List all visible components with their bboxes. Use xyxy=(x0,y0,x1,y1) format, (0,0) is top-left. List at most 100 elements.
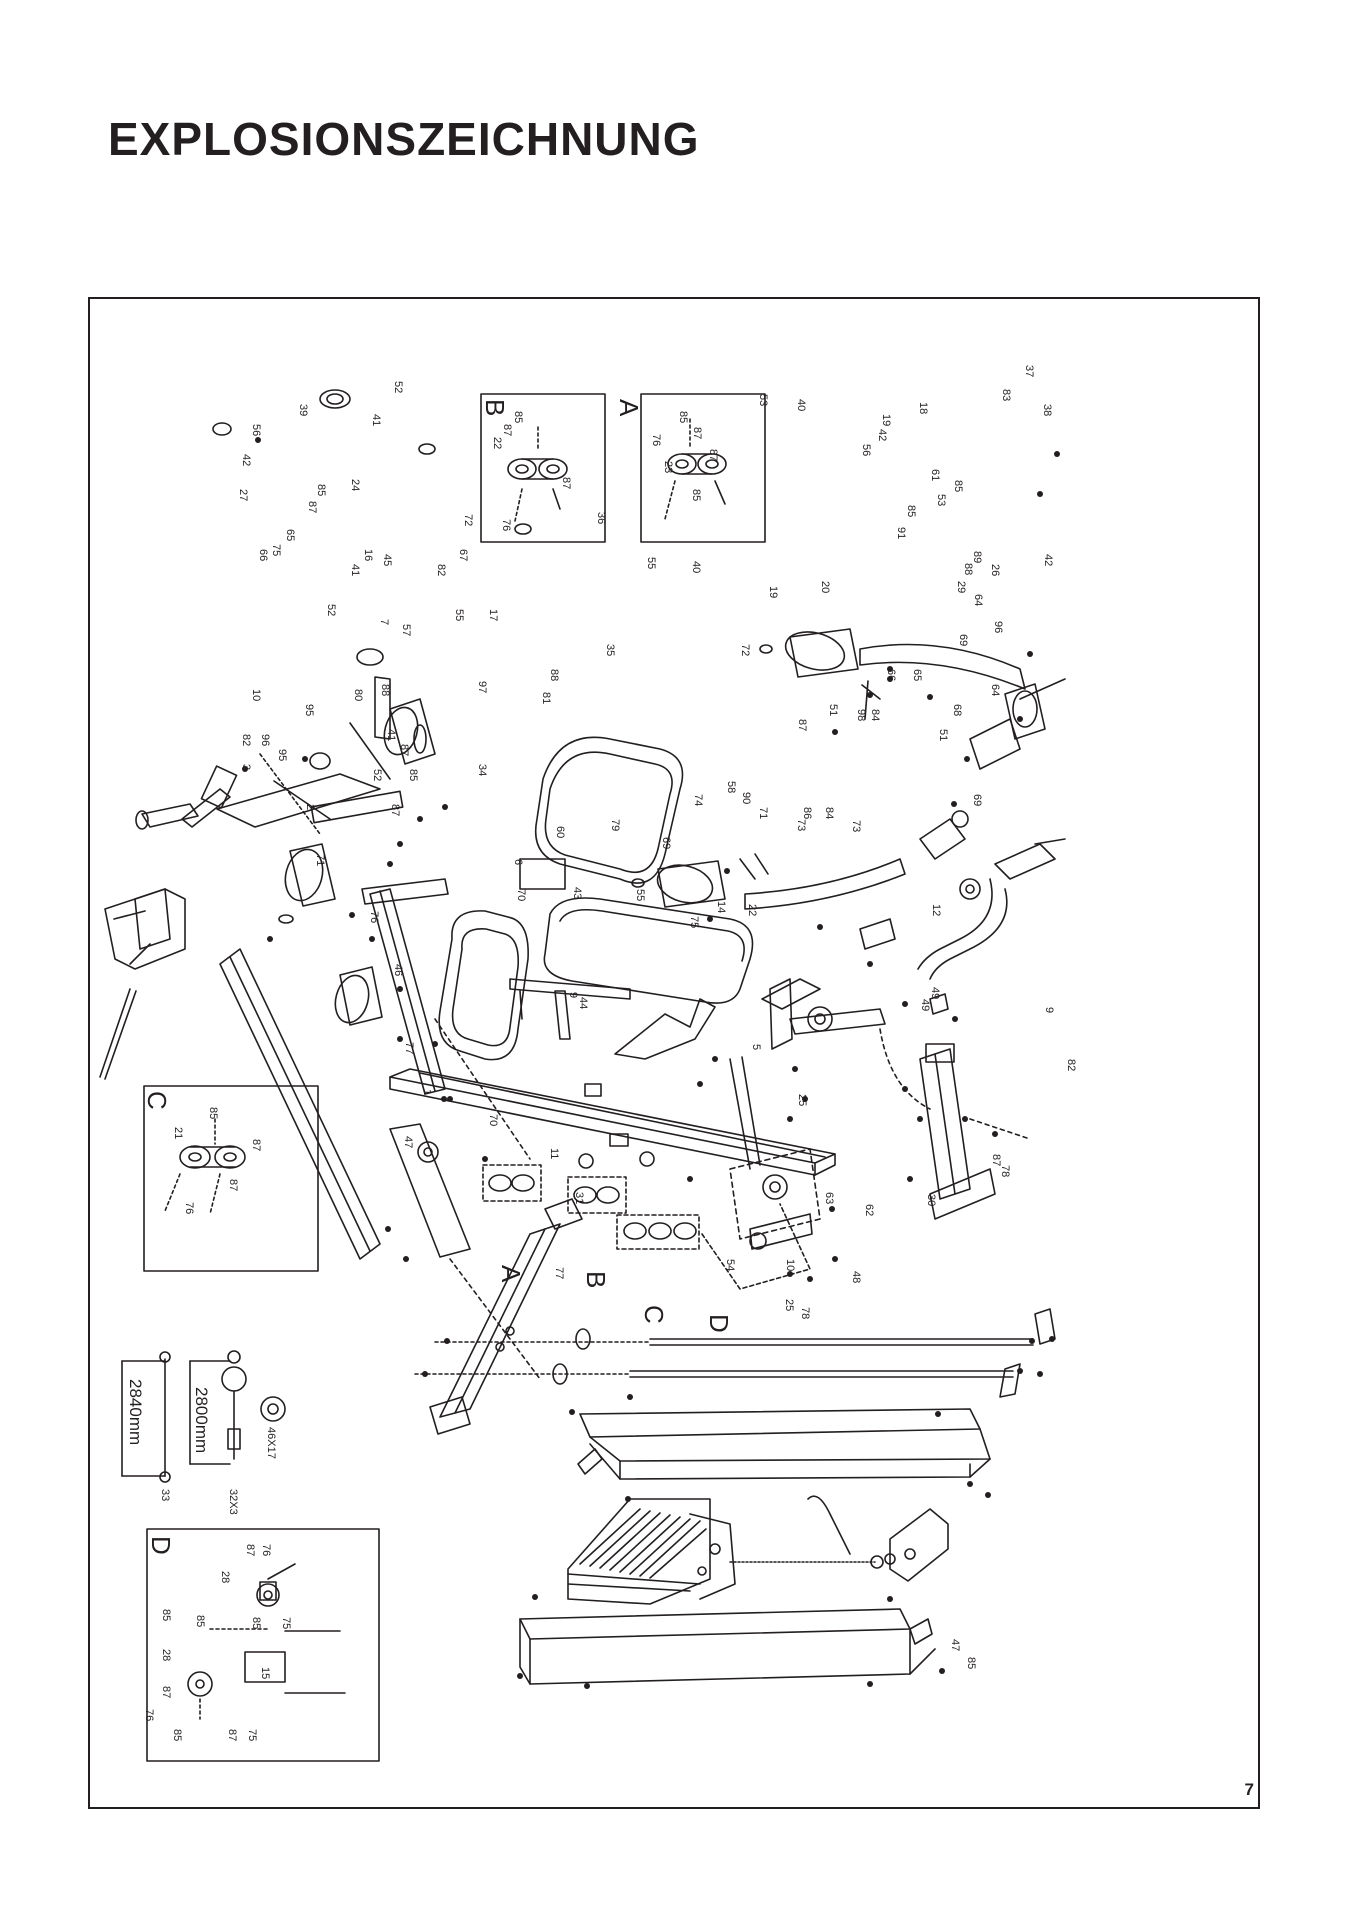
inset-d-label: 87 xyxy=(226,1729,238,1741)
part-label: 72 xyxy=(739,644,751,656)
part-label: 82 xyxy=(435,564,447,576)
inset-d-label: 85 xyxy=(160,1609,172,1621)
part-label: 10 xyxy=(250,689,262,701)
part-label: 1 xyxy=(421,1089,433,1095)
inset-b-label: 22 xyxy=(491,437,503,449)
part-label: 65 xyxy=(284,529,296,541)
part-label: 42 xyxy=(240,454,252,466)
part-label: 51 xyxy=(827,704,839,716)
part-label: 85 xyxy=(905,505,917,517)
part-label: 70 xyxy=(515,889,527,901)
inset-d-label: 85 xyxy=(194,1615,206,1627)
inset-b-label: 87 xyxy=(560,477,572,489)
part-label: 48 xyxy=(850,1271,862,1283)
part-label: 96 xyxy=(992,621,1004,633)
part-label: 82 xyxy=(240,734,252,746)
part-label: 72 xyxy=(462,514,474,526)
part-label: 17 xyxy=(487,609,499,621)
part-label: 84 xyxy=(869,709,881,721)
part-label: 89 xyxy=(971,551,983,563)
part-label: 58 xyxy=(725,781,737,793)
part-label: 7 xyxy=(378,619,390,625)
part-label: 91 xyxy=(895,527,907,539)
inset-d-label: 75 xyxy=(246,1729,258,1741)
inset-d-label: 87 xyxy=(244,1544,256,1556)
part-label: 78 xyxy=(999,1165,1011,1177)
inset-c-box xyxy=(143,1085,319,1272)
diagram-frame xyxy=(88,297,1260,1809)
part-label: 16 xyxy=(362,549,374,561)
weight-stack xyxy=(567,1498,736,1605)
detail-ref-c: C xyxy=(639,1305,669,1324)
exploded-view-diagram: 39 52 56 41 42 27 24 85 87 66 65 16 45 7… xyxy=(99,365,1077,1762)
part-label: 87 xyxy=(389,804,401,816)
part-label: 29 xyxy=(955,581,967,593)
part-label: 87 xyxy=(796,719,808,731)
part-label: 2 xyxy=(304,804,316,810)
part-label: 25 xyxy=(796,1094,808,1106)
inset-a-letter: A xyxy=(614,399,644,417)
inset-a-label: 23 xyxy=(662,461,674,473)
part-label: 95 xyxy=(303,704,315,716)
part-label: 41 xyxy=(370,414,382,426)
part-label: 63 xyxy=(823,1192,835,1204)
part-label: 51 xyxy=(937,729,949,741)
inset-a-label: 87 xyxy=(707,449,719,461)
inset-b-label: 85 xyxy=(512,411,524,423)
part-label: 79 xyxy=(609,819,621,831)
part-label: 56 xyxy=(250,424,262,436)
part-label: 55 xyxy=(634,889,646,901)
part-label: 3 xyxy=(240,764,252,770)
cable-part-33: 33 xyxy=(159,1489,171,1501)
part-label: 52 xyxy=(371,769,383,781)
inset-d-box xyxy=(146,1528,380,1762)
part-label: 85 xyxy=(315,484,327,496)
detail-ref-b: B xyxy=(581,1271,611,1288)
inset-d-label: 76 xyxy=(143,1709,155,1721)
part-label: 71 xyxy=(314,854,326,866)
part-label: 73 xyxy=(795,819,807,831)
part-label: 19 xyxy=(767,586,779,598)
part-label: 61 xyxy=(929,469,941,481)
part-label: 56 xyxy=(860,444,872,456)
part-label: 66 xyxy=(885,669,897,681)
inset-a-box xyxy=(640,393,766,543)
part-label: 65 xyxy=(911,669,923,681)
inset-d-label: 87 xyxy=(160,1686,172,1698)
inset-c-label: 76 xyxy=(183,1202,195,1214)
part-label: 52 xyxy=(325,604,337,616)
pulley-spec: 46X17 xyxy=(265,1427,277,1459)
part-label: 9 xyxy=(1043,1007,1055,1013)
part-label: 25 xyxy=(783,1299,795,1311)
part-label: 83 xyxy=(1000,389,1012,401)
part-label: 22 xyxy=(746,904,758,916)
part-label: 68 xyxy=(951,704,963,716)
part-label: 78 xyxy=(799,1307,811,1319)
inset-a-label: 76 xyxy=(650,434,662,446)
part-label: 73 xyxy=(850,820,862,832)
cable-part-32x3: 32X3 xyxy=(227,1489,239,1515)
part-label: 37 xyxy=(1023,365,1035,377)
inset-d-label: 85 xyxy=(171,1729,183,1741)
part-label: 81 xyxy=(540,692,552,704)
part-label: 6 xyxy=(512,859,524,865)
cable-length-33: 2840mm xyxy=(126,1379,145,1445)
part-label: 74 xyxy=(692,794,704,806)
part-label: 26 xyxy=(989,564,1001,576)
part-label: 88 xyxy=(379,684,391,696)
inset-b-letter: B xyxy=(480,399,510,416)
part-label: 88 xyxy=(962,563,974,575)
part-label: 86 xyxy=(801,807,813,819)
part-label: 90 xyxy=(740,792,752,804)
page-number: 7 xyxy=(1244,1780,1254,1799)
part-label: 69 xyxy=(971,794,983,806)
part-label: 47 xyxy=(949,1639,961,1651)
part-label: 43 xyxy=(571,887,583,899)
part-label: 42 xyxy=(876,429,888,441)
part-label: 47 xyxy=(402,1136,414,1148)
part-label: 42 xyxy=(1042,554,1054,566)
part-label: 69 xyxy=(660,837,672,849)
inset-c-label: 87 xyxy=(227,1179,239,1191)
inset-c-label: 85 xyxy=(207,1107,219,1119)
part-label: 38 xyxy=(1041,404,1053,416)
